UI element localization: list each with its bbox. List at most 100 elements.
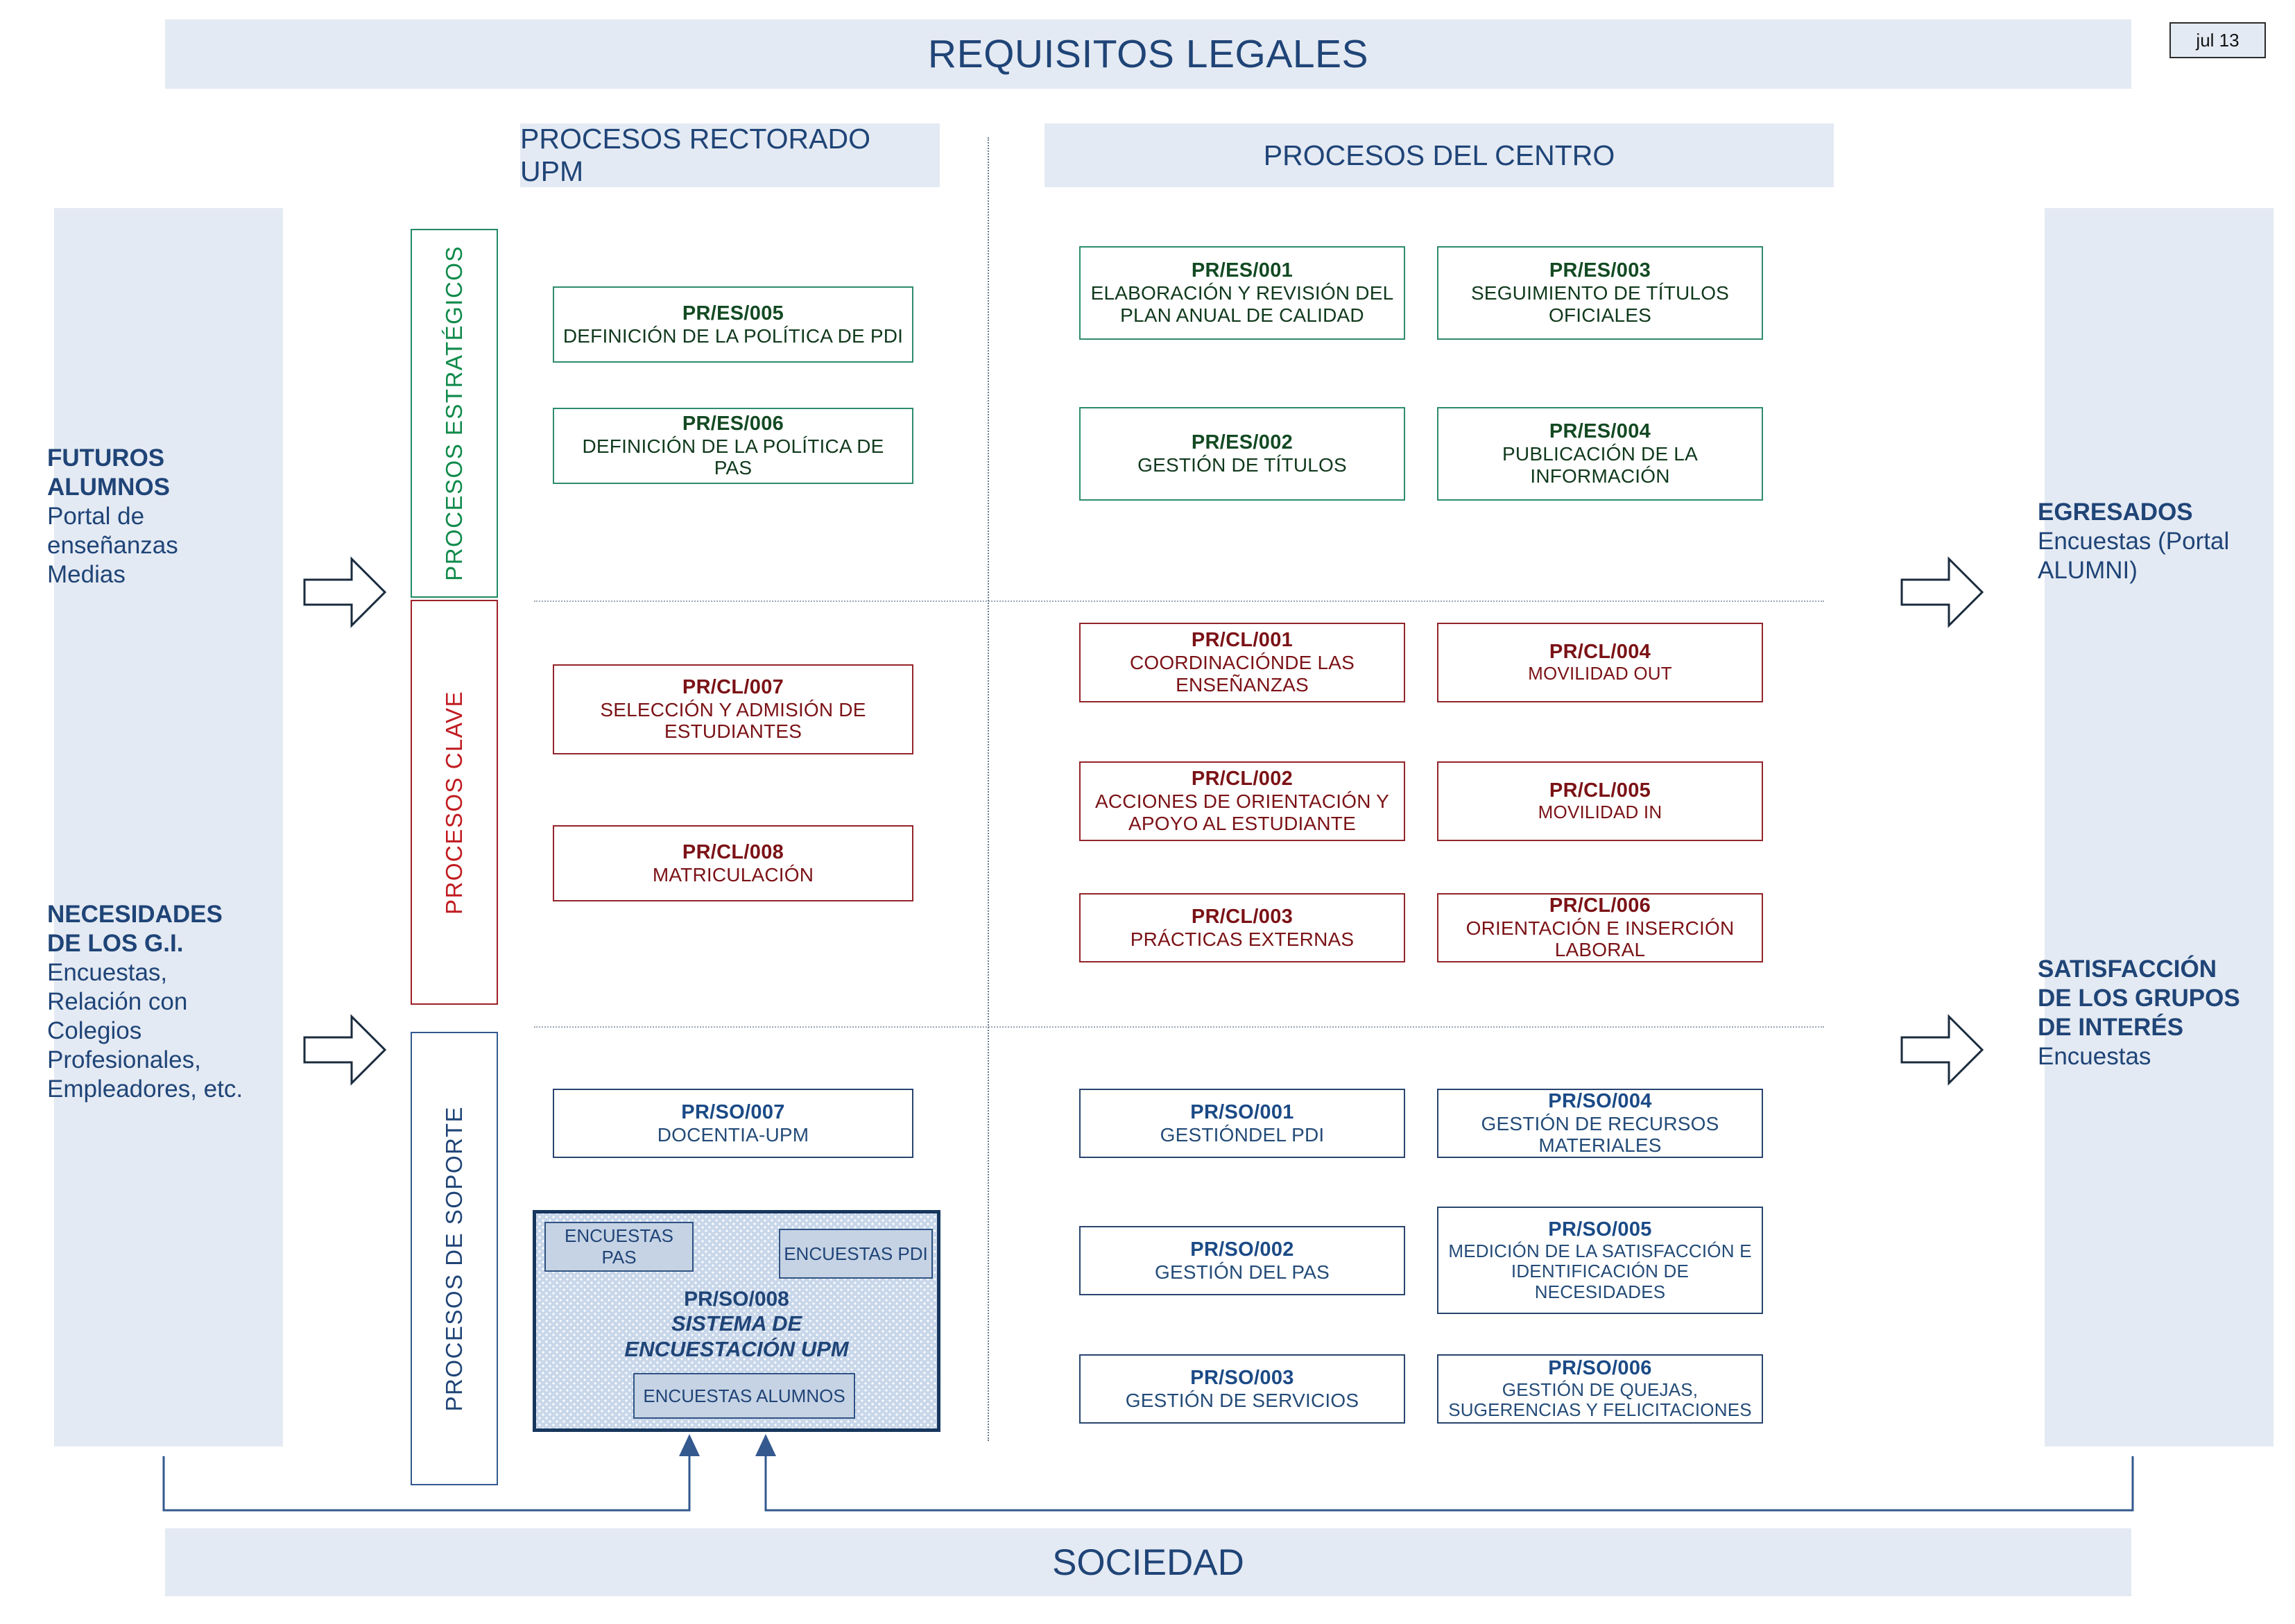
process-name: MOVILIDAD OUT xyxy=(1528,663,1672,684)
process-name: GESTIÓN DEL PAS xyxy=(1155,1261,1330,1283)
stakeholder-detail: Portal de enseñanzas Medias xyxy=(47,503,178,588)
stakeholder-outputs-panel xyxy=(2045,208,2273,1446)
stakeholder-egresados: EGRESADOS Encuestas (Portal ALUMNI) xyxy=(2038,498,2246,585)
process-name: ORIENTACIÓN E INSERCIÓN LABORAL xyxy=(1465,917,1735,961)
process-name-line2: ENCUESTACIÓN UPM xyxy=(624,1336,849,1361)
process-box-pr-cl-008[interactable]: PR/CL/008 MATRICULACIÓN xyxy=(553,825,913,901)
process-name: MOVILIDAD IN xyxy=(1538,802,1662,823)
process-name: GESTIÓN DE SERVICIOS xyxy=(1125,1389,1359,1411)
group-header-centro: PROCESOS DEL CENTRO xyxy=(1045,123,1834,187)
page-title: REQUISITOS LEGALES xyxy=(927,32,1369,76)
output-arrow-egresados xyxy=(1900,555,1984,630)
process-name: GESTIÓN DE TÍTULOS xyxy=(1137,454,1347,476)
process-name: MATRICULACIÓN xyxy=(652,863,814,886)
process-box-pr-cl-003[interactable]: PR/CL/003 PRÁCTICAS EXTERNAS xyxy=(1079,893,1405,962)
process-name: DEFINICIÓN DE LA POLÍTICA DE PDI xyxy=(562,325,904,347)
input-arrow-futuros-alumnos xyxy=(303,555,386,630)
process-code: PR/ES/003 xyxy=(1549,259,1651,282)
process-box-pr-so-005[interactable]: PR/SO/005 MEDICIÓN DE LA SATISFACCIÓN E … xyxy=(1437,1207,1763,1314)
stakeholder-detail: Encuestas, Relación con Colegios Profesi… xyxy=(47,959,243,1103)
requisitos-legales-banner: REQUISITOS LEGALES xyxy=(165,19,2131,89)
process-box-pr-so-007[interactable]: PR/SO/007 DOCENTIA-UPM xyxy=(553,1089,913,1158)
process-code: PR/SO/006 xyxy=(1548,1357,1652,1380)
process-name: GESTIÓNDEL PDI xyxy=(1160,1123,1325,1146)
process-code: PR/ES/006 xyxy=(682,412,784,435)
stakeholder-heading: FUTUROS ALUMNOS xyxy=(47,444,170,501)
output-arrow-satisfaccion xyxy=(1900,1012,1984,1087)
process-code: PR/CL/005 xyxy=(1549,779,1651,802)
process-name: GESTIÓN DE RECURSOS MATERIALES xyxy=(1481,1112,1719,1157)
process-box-pr-cl-002[interactable]: PR/CL/002 ACCIONES DE ORIENTACIÓN Y APOY… xyxy=(1079,761,1405,841)
category-strip-clave: PROCESOS CLAVE xyxy=(411,600,498,1005)
process-code: PR/SO/002 xyxy=(1190,1238,1294,1261)
stakeholder-heading: NECESIDADES DE LOS G.I. xyxy=(47,901,223,957)
process-name: ELABORACIÓN Y REVISIÓN DEL PLAN ANUAL DE… xyxy=(1090,282,1394,326)
process-name: ACCIONES DE ORIENTACIÓN Y APOYO AL ESTUD… xyxy=(1094,791,1390,834)
process-name: SELECCIÓN Y ADMISIÓN DE ESTUDIANTES xyxy=(600,698,866,743)
process-box-pr-cl-005[interactable]: PR/CL/005 MOVILIDAD IN xyxy=(1437,761,1763,841)
process-box-pr-cl-001[interactable]: PR/CL/001 COORDINACIÓNDE LAS ENSEÑANZAS xyxy=(1079,623,1405,702)
survey-box-pas[interactable]: ENCUESTAS PAS xyxy=(544,1222,694,1272)
process-code: PR/SO/004 xyxy=(1548,1090,1652,1112)
process-box-pr-cl-004[interactable]: PR/CL/004 MOVILIDAD OUT xyxy=(1437,623,1763,702)
process-box-pr-cl-006[interactable]: PR/CL/006 ORIENTACIÓN E INSERCIÓN LABORA… xyxy=(1437,893,1763,962)
stakeholder-detail: Encuestas (Portal ALUMNI) xyxy=(2038,528,2230,584)
stakeholder-detail: Encuestas xyxy=(2038,1043,2151,1070)
process-box-pr-so-006[interactable]: PR/SO/006 GESTIÓN DE QUEJAS, SUGERENCIAS… xyxy=(1437,1354,1763,1424)
process-name: GESTIÓN DE QUEJAS, SUGERENCIAS Y FELICIT… xyxy=(1448,1379,1752,1421)
process-box-pr-so-008[interactable]: ENCUESTAS PAS ENCUESTAS PDI PR/SO/008 SI… xyxy=(533,1210,940,1432)
process-code: PR/SO/008 xyxy=(684,1288,789,1311)
category-strip-estrategicos: PROCESOS ESTRATÉGICOS xyxy=(411,229,498,598)
process-name: MEDICIÓN DE LA SATISFACCIÓN E IDENTIFICA… xyxy=(1448,1240,1752,1302)
process-code: PR/ES/001 xyxy=(1191,259,1293,282)
process-box-pr-es-005[interactable]: PR/ES/005 DEFINICIÓN DE LA POLÍTICA DE P… xyxy=(553,286,913,363)
process-code: PR/CL/004 xyxy=(1549,641,1651,664)
process-name: SEGUIMIENTO DE TÍTULOS OFICIALES xyxy=(1470,282,1730,326)
process-box-pr-so-001[interactable]: PR/SO/001 GESTIÓNDEL PDI xyxy=(1079,1089,1405,1158)
input-arrow-necesidades-gi xyxy=(303,1012,386,1087)
category-label: PROCESOS CLAVE xyxy=(441,690,467,915)
survey-box-alumnos[interactable]: ENCUESTAS ALUMNOS xyxy=(633,1373,855,1419)
survey-box-pdi[interactable]: ENCUESTAS PDI xyxy=(779,1229,933,1279)
process-box-pr-es-001[interactable]: PR/ES/001 ELABORACIÓN Y REVISIÓN DEL PLA… xyxy=(1079,246,1405,340)
process-box-pr-so-004[interactable]: PR/SO/004 GESTIÓN DE RECURSOS MATERIALES xyxy=(1437,1089,1763,1158)
separator-estrategicos-clave xyxy=(534,601,1824,602)
process-box-pr-so-003[interactable]: PR/SO/003 GESTIÓN DE SERVICIOS xyxy=(1079,1354,1405,1424)
process-name: DOCENTIA-UPM xyxy=(657,1123,809,1146)
process-code: PR/CL/002 xyxy=(1191,768,1293,791)
process-code: PR/CL/003 xyxy=(1191,905,1293,928)
process-box-pr-es-006[interactable]: PR/ES/006 DEFINICIÓN DE LA POLÍTICA DE P… xyxy=(553,408,913,484)
process-code: PR/ES/005 xyxy=(682,302,784,325)
group-header-rectorado: PROCESOS RECTORADO UPM xyxy=(520,123,940,187)
survey-system-title: PR/SO/008 SISTEMA DE ENCUESTACIÓN UPM xyxy=(536,1287,937,1363)
category-strip-soporte: PROCESOS DE SOPORTE xyxy=(411,1032,498,1485)
separator-rectorado-centro xyxy=(988,137,989,1441)
category-label: PROCESOS ESTRATÉGICOS xyxy=(441,245,467,581)
process-code: PR/CL/006 xyxy=(1549,895,1651,917)
stakeholder-heading: SATISFACCIÓN DE LOS GRUPOS DE INTERÉS xyxy=(2038,956,2240,1041)
stakeholder-heading: EGRESADOS xyxy=(2038,499,2193,526)
process-code: PR/SO/007 xyxy=(681,1100,785,1123)
process-code: PR/CL/001 xyxy=(1191,629,1293,652)
process-name: DEFINICIÓN DE LA POLÍTICA DE PAS xyxy=(582,435,884,479)
separator-clave-soporte xyxy=(534,1026,1824,1028)
sociedad-banner: SOCIEDAD xyxy=(165,1528,2131,1596)
stakeholder-futuros-alumnos: FUTUROS ALUMNOS Portal de enseñanzas Med… xyxy=(47,444,255,589)
process-box-pr-es-002[interactable]: PR/ES/002 GESTIÓN DE TÍTULOS xyxy=(1079,407,1405,501)
process-code: PR/CL/008 xyxy=(682,840,784,863)
footer-title: SOCIEDAD xyxy=(1052,1541,1244,1583)
process-name: PUBLICACIÓN DE LA INFORMACIÓN xyxy=(1502,443,1698,487)
process-code: PR/SO/001 xyxy=(1190,1100,1294,1123)
category-label: PROCESOS DE SOPORTE xyxy=(441,1105,467,1412)
process-box-pr-so-002[interactable]: PR/SO/002 GESTIÓN DEL PAS xyxy=(1079,1226,1405,1295)
process-code: PR/SO/005 xyxy=(1548,1218,1652,1241)
process-box-pr-es-004[interactable]: PR/ES/004 PUBLICACIÓN DE LA INFORMACIÓN xyxy=(1437,407,1763,501)
process-box-pr-cl-007[interactable]: PR/CL/007 SELECCIÓN Y ADMISIÓN DE ESTUDI… xyxy=(553,664,913,754)
date-tag: jul 13 xyxy=(2169,22,2266,58)
process-code: PR/SO/003 xyxy=(1190,1366,1294,1389)
stakeholder-necesidades-gi: NECESIDADES DE LOS G.I. Encuestas, Relac… xyxy=(47,900,255,1104)
stakeholder-satisfaccion-gi: SATISFACCIÓN DE LOS GRUPOS DE INTERÉS En… xyxy=(2038,955,2246,1071)
process-box-pr-es-003[interactable]: PR/ES/003 SEGUIMIENTO DE TÍTULOS OFICIAL… xyxy=(1437,246,1763,340)
process-name: PRÁCTICAS EXTERNAS xyxy=(1130,928,1355,950)
